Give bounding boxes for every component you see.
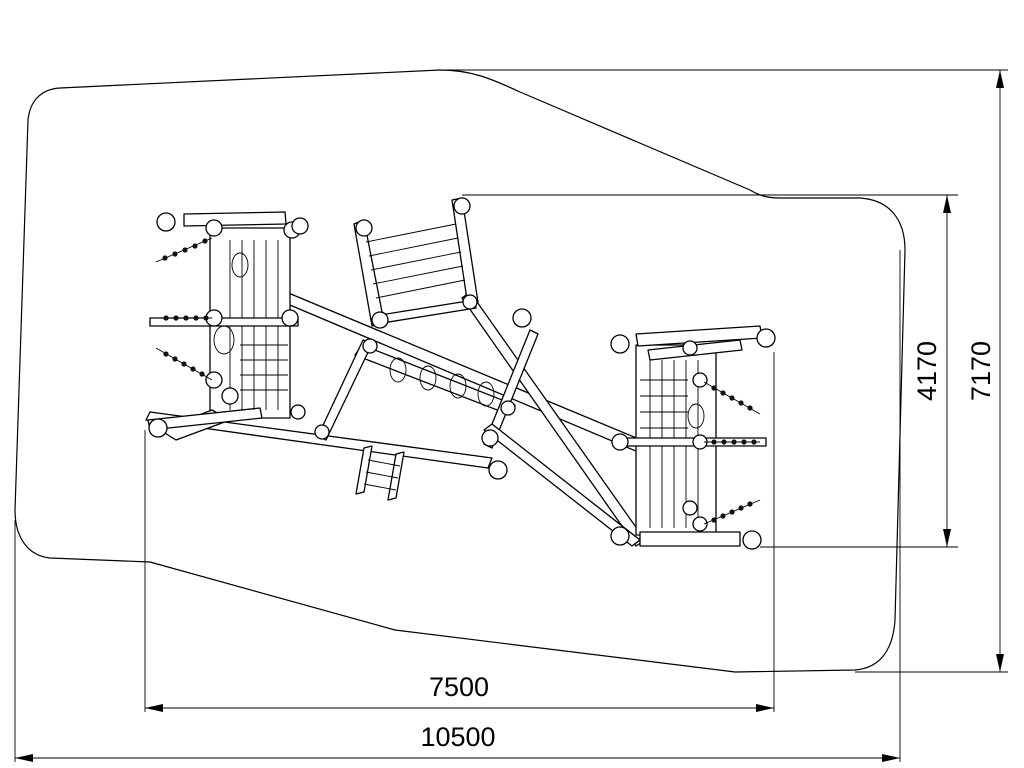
left-tower [147,211,309,441]
right-tower [610,325,776,550]
dimension-inner-height: 4170 [912,341,942,401]
dimension-extension-lines [14,69,1008,762]
bottom-ladder [355,445,405,501]
frame-beams [145,291,671,547]
dimension-lines [15,70,1004,762]
top-ladder [353,197,479,329]
dimension-inner-width: 7500 [429,672,489,702]
dimension-outer-width: 10500 [420,722,495,752]
dimension-outer-height: 7170 [966,341,996,401]
left-chains [155,237,213,381]
middle-rollers [314,308,532,480]
right-chains [703,381,761,525]
